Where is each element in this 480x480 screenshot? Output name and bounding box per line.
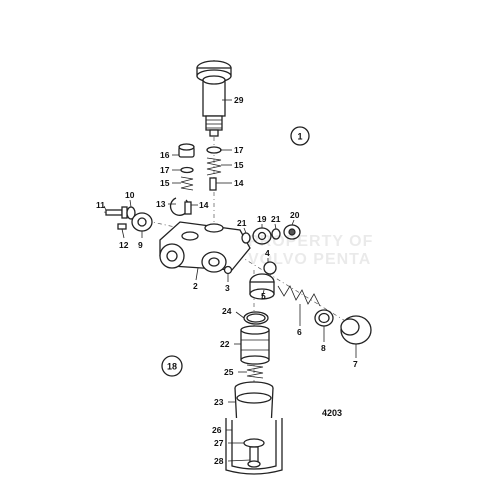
hand-primer-pump <box>196 60 232 137</box>
callout-10: 10 <box>125 190 135 200</box>
callout-24: 24 <box>222 306 232 316</box>
callout-27: 27 <box>214 438 224 448</box>
banjo-bolt-20 <box>283 224 301 240</box>
callout-14-left: 14 <box>199 200 209 210</box>
callout-labels: 29 17 15 14 16 17 15 13 14 10 11 12 9 21… <box>96 95 358 466</box>
callout-16: 16 <box>160 150 170 160</box>
leader-lines <box>103 99 357 462</box>
callout-8: 8 <box>321 343 326 353</box>
callout-23: 23 <box>214 397 224 407</box>
axis-right <box>229 249 361 331</box>
spring-left <box>180 176 194 191</box>
callout-12: 12 <box>119 240 129 250</box>
filter-22 <box>240 325 270 365</box>
callout-15-right: 15 <box>234 160 244 170</box>
callout-28: 28 <box>214 456 224 466</box>
view-number-1: 1 <box>297 132 302 142</box>
callout-20: 20 <box>290 210 300 220</box>
callout-26: 26 <box>212 425 222 435</box>
callout-5: 5 <box>261 291 266 301</box>
callout-29: 29 <box>234 95 244 105</box>
cap-7 <box>340 315 372 345</box>
view-number-circle-1 <box>290 126 310 146</box>
spring-25 <box>246 364 264 379</box>
reference-code: 4203 <box>322 408 342 418</box>
callout-11: 11 <box>96 200 105 210</box>
view-number-18: 18 <box>167 362 177 372</box>
callout-19: 19 <box>257 214 267 224</box>
pump-housing <box>159 221 251 273</box>
callout-14-right: 14 <box>234 178 244 188</box>
pin-upper <box>209 177 217 191</box>
spring-6 <box>277 285 321 307</box>
callout-7: 7 <box>353 359 358 369</box>
watermark-line-1: PROPERTY OF <box>248 233 373 250</box>
o-ring-8-inner <box>318 312 330 324</box>
callout-17-left: 17 <box>160 165 170 175</box>
callout-3: 3 <box>225 283 230 293</box>
callout-21-right: 21 <box>271 214 281 224</box>
callout-4: 4 <box>265 248 270 258</box>
view-number-circle-18 <box>161 355 183 377</box>
o-ring-left <box>180 166 194 174</box>
spring-upper <box>206 157 222 176</box>
pin-left <box>184 201 192 215</box>
pin-12 <box>117 223 127 230</box>
gasket-24-inner <box>246 313 266 323</box>
callout-9: 9 <box>138 240 143 250</box>
screw-28 <box>247 446 261 468</box>
callout-22: 22 <box>220 339 230 349</box>
callout-21-left: 21 <box>237 218 247 228</box>
callout-15-left: 15 <box>160 178 170 188</box>
eccentric-9 <box>131 212 153 232</box>
callout-6: 6 <box>297 327 302 337</box>
banjo-fitting-19 <box>252 227 272 245</box>
callout-13: 13 <box>156 199 166 209</box>
washer-27 <box>243 438 265 448</box>
callout-2: 2 <box>193 281 198 291</box>
ball-3 <box>223 265 233 275</box>
bolt-11 <box>105 206 128 219</box>
callout-17-right: 17 <box>234 145 244 155</box>
callout-25: 25 <box>224 367 234 377</box>
watermark-line-2: VOLVO PENTA <box>248 251 371 268</box>
valve-body-5 <box>249 261 277 300</box>
o-ring-upper <box>206 146 222 154</box>
cap-16 <box>178 143 195 158</box>
